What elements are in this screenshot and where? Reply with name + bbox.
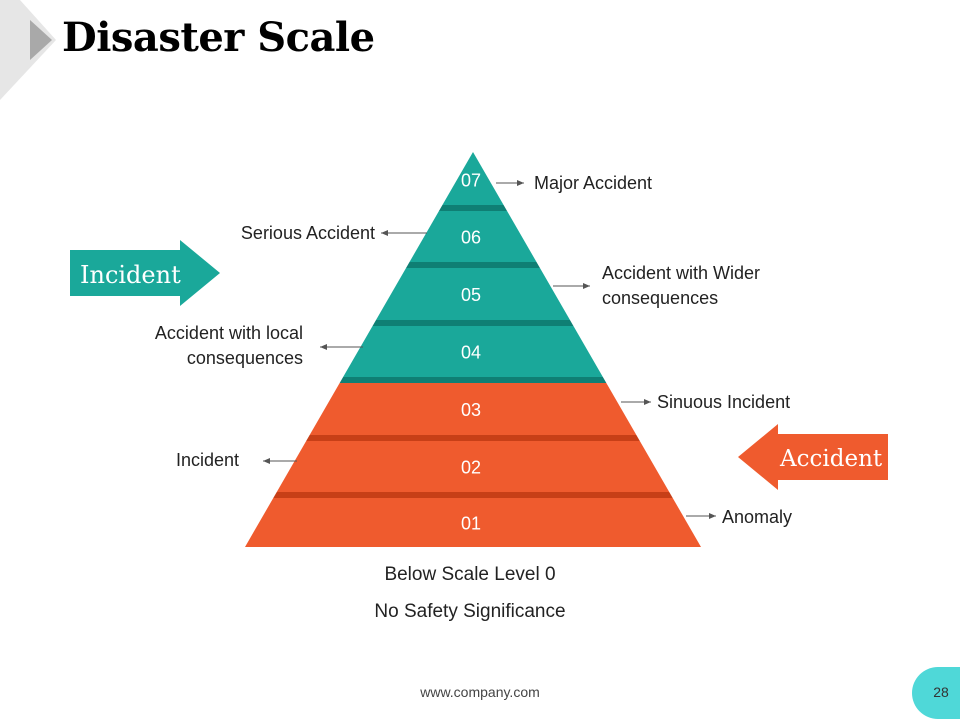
below-scale-level: Below Scale Level 0: [384, 564, 556, 585]
pyramid-level-02-number: 02: [461, 458, 481, 478]
page-number: 28: [933, 684, 949, 700]
pyramid-level-01-number: 01: [461, 514, 481, 534]
incident-arrow: Incident: [70, 240, 220, 306]
pyramid-level-06: [409, 211, 537, 262]
page-number-badge: [912, 667, 960, 719]
pyramid-level-04-number: 04: [461, 343, 481, 363]
level-05-label: Accident with Wider consequences: [602, 263, 761, 308]
pyramid-level-03: [309, 383, 637, 435]
pyramid-level-02: [276, 441, 670, 492]
pyramid-level-05-number: 05: [461, 285, 481, 305]
accident-arrow-label: Accident: [779, 446, 883, 472]
incident-arrow-label: Incident: [80, 261, 181, 289]
pyramid-level-07-ledge: [438, 205, 508, 211]
pyramid-level-04: [343, 326, 603, 377]
level-04-label: Accident with local consequences: [154, 323, 303, 368]
pyramid-level-05-ledge: [372, 320, 574, 326]
pyramid-level-07: [442, 152, 504, 205]
pyramid-level-06-number: 06: [461, 228, 481, 248]
pyramid-level-07-number: 07: [461, 171, 481, 191]
level-03-label: Sinuous Incident: [657, 392, 791, 412]
pyramid-level-02-ledge: [273, 492, 673, 498]
level-01-label: Anomaly: [722, 507, 793, 527]
level-07-label: Major Accident: [534, 173, 653, 193]
footer-url: www.company.com: [420, 684, 540, 700]
no-safety-significance: No Safety Significance: [374, 601, 566, 622]
pyramid-level-05: [376, 268, 570, 320]
level-02-label: Incident: [175, 450, 239, 470]
pyramid-level-03-ledge: [306, 435, 640, 441]
pyramid-level-06-ledge: [406, 262, 540, 268]
corner-decoration: [0, 0, 56, 100]
pyramid-level-04-ledge: [339, 377, 607, 383]
accident-arrow: Accident: [738, 424, 888, 490]
pyramid-level-01: [245, 498, 701, 547]
pyramid-level-03-number: 03: [461, 400, 481, 420]
slide-title: Disaster Scale: [62, 14, 375, 61]
level-06-label: Serious Accident: [240, 223, 375, 243]
